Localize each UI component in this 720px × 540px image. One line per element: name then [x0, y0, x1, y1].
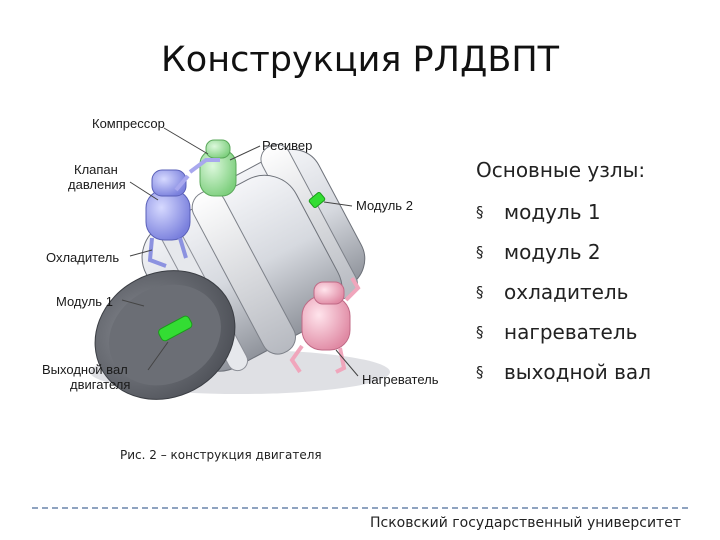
list-item-label: выходной вал: [504, 360, 651, 384]
module-2-shaft: [308, 191, 326, 209]
footer-divider: [32, 507, 688, 509]
list-item-label: нагреватель: [504, 320, 638, 344]
engine-illustration: [90, 127, 390, 400]
bullet-icon: §: [476, 203, 484, 221]
list-item: § модуль 2: [476, 240, 716, 280]
output-shaft: [158, 315, 193, 342]
list-item: § выходной вал: [476, 360, 716, 400]
bullet-icon: §: [476, 323, 484, 341]
slide-title: Конструкция РЛДВПТ: [160, 40, 560, 80]
label-cooler: Охладитель: [46, 250, 120, 265]
leader-lines: [121, 127, 359, 377]
list-item: § нагреватель: [476, 320, 716, 360]
compressor: [174, 139, 237, 197]
footer-university: Псковский государственный университет: [370, 515, 681, 531]
list-item-label: охладитель: [504, 280, 629, 304]
label-compressor: Компрессор: [92, 116, 165, 131]
list-item-label: модуль 2: [504, 240, 601, 264]
label-receiver: Ресивер: [262, 138, 313, 153]
components-list: Основные узлы: § модуль 1 § модуль 2 § о…: [476, 158, 716, 400]
label-valve-line1: Клапан: [74, 162, 118, 177]
label-heater: Нагреватель: [362, 372, 439, 387]
bullet-icon: §: [476, 243, 484, 261]
label-module-1: Модуль 1: [56, 294, 113, 309]
list-item-label: модуль 1: [504, 200, 601, 224]
label-module-2: Модуль 2: [356, 198, 413, 213]
label-shaft-line1: Выходной вал: [42, 362, 128, 377]
bullet-icon: §: [476, 283, 484, 301]
figure-caption: Рис. 2 – конструкция двигателя: [120, 448, 322, 462]
engine-diagram: Компрессор Ресивер Клапан давления Модул…: [40, 110, 480, 410]
list-heading: Основные узлы:: [476, 158, 646, 182]
list-item: § модуль 1: [476, 200, 716, 240]
label-shaft-line2: двигателя: [70, 377, 131, 392]
list-item: § охладитель: [476, 280, 716, 320]
bullet-icon: §: [476, 363, 484, 381]
label-valve-line2: давления: [68, 177, 126, 192]
heater: [289, 276, 361, 374]
